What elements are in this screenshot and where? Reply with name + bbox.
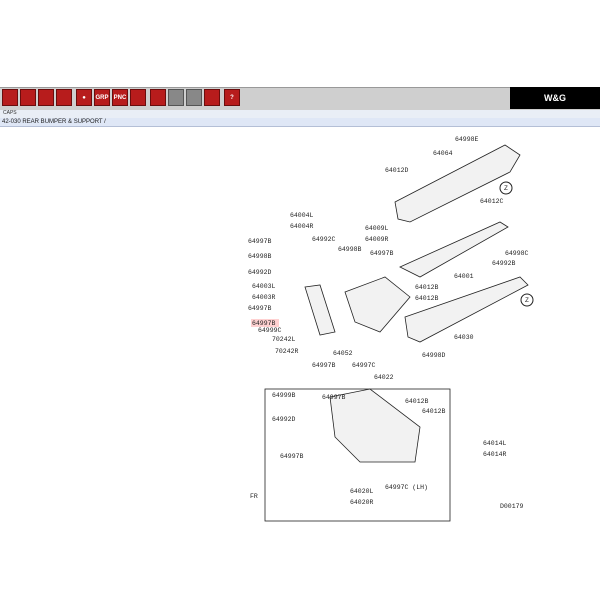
- part-label[interactable]: 64030: [454, 334, 474, 341]
- part-label[interactable]: 64003L: [252, 283, 276, 290]
- grid-button[interactable]: [130, 89, 146, 106]
- part-label[interactable]: 64012D: [385, 167, 409, 174]
- brand-logo: W&G: [510, 87, 600, 109]
- stop-icon: ●: [82, 94, 86, 101]
- reference-circle: [520, 293, 534, 307]
- part-label[interactable]: 64004L: [290, 212, 314, 219]
- group-search-icon: GRP: [95, 94, 109, 101]
- part-label[interactable]: 64997B: [322, 394, 346, 401]
- part-label[interactable]: 64020R: [350, 499, 374, 506]
- part-label[interactable]: 64998D: [422, 352, 446, 359]
- detail-box: [264, 388, 451, 522]
- part-label[interactable]: 64998B: [248, 253, 272, 260]
- group-search-button[interactable]: GRP: [94, 89, 110, 106]
- part-label[interactable]: 64997B: [280, 453, 304, 460]
- part-label[interactable]: 64009L: [365, 225, 389, 232]
- highlight-box: [251, 319, 279, 327]
- upper-panel-shape: [394, 144, 521, 223]
- part-label[interactable]: 64997B: [248, 305, 272, 312]
- part-label[interactable]: 64992D: [272, 416, 296, 423]
- part-label[interactable]: 64998C: [505, 250, 529, 257]
- part-label[interactable]: 64997C: [352, 362, 376, 369]
- part-label[interactable]: 64014R: [483, 451, 507, 458]
- part-label[interactable]: 64999B: [272, 392, 296, 399]
- part-label[interactable]: 64012C: [480, 198, 504, 205]
- part-label[interactable]: 64064: [433, 150, 453, 157]
- center-bracket-shape: [344, 276, 411, 333]
- part-label[interactable]: D00179: [500, 503, 524, 510]
- logo-text: W&G: [544, 93, 566, 103]
- part-label[interactable]: 64014L: [483, 440, 507, 447]
- part-label[interactable]: FR: [250, 493, 258, 500]
- book-button[interactable]: [20, 89, 36, 106]
- print-button[interactable]: [38, 89, 54, 106]
- part-label[interactable]: 70242R: [275, 348, 299, 355]
- part-label[interactable]: 64004R: [290, 223, 314, 230]
- part-label[interactable]: 64012B: [415, 284, 439, 291]
- part-label[interactable]: 64992C: [312, 236, 336, 243]
- part-label[interactable]: 64999C: [258, 327, 282, 334]
- reference-circle-label: Z: [504, 185, 508, 192]
- part-label[interactable]: 70242L: [272, 336, 296, 343]
- part-label[interactable]: 64012B: [415, 295, 439, 302]
- list-button[interactable]: [204, 89, 220, 106]
- reference-circle-label: Z: [525, 297, 529, 304]
- lower-beam-shape: [404, 276, 529, 343]
- part-label[interactable]: 64001: [454, 273, 474, 280]
- stop-button[interactable]: ●: [76, 89, 92, 106]
- document-button[interactable]: [56, 89, 72, 106]
- reference-circle: [499, 181, 513, 195]
- zoom-button[interactable]: [186, 89, 202, 106]
- part-label[interactable]: 64997B: [248, 238, 272, 245]
- part-label[interactable]: 64052: [333, 350, 353, 357]
- part-label[interactable]: 64997B: [312, 362, 336, 369]
- part-label[interactable]: 64992B: [492, 260, 516, 267]
- part-label[interactable]: 64997C (LH): [385, 484, 428, 491]
- part-number-search-icon: PNC: [113, 94, 127, 101]
- help-button[interactable]: ?: [224, 89, 240, 106]
- part-label[interactable]: 64992D: [248, 269, 272, 276]
- left-bracket-shape: [304, 284, 336, 336]
- caps-caption: CAPS: [3, 110, 17, 116]
- part-label[interactable]: 64998E: [455, 136, 479, 143]
- back-button[interactable]: [150, 89, 166, 106]
- part-label[interactable]: 64003R: [252, 294, 276, 301]
- forward-button[interactable]: [168, 89, 184, 106]
- breadcrumb: 42-030 REAR BUMPER & SUPPORT /: [0, 118, 600, 127]
- part-label[interactable]: 64012B: [422, 408, 446, 415]
- help-icon: ?: [230, 94, 234, 101]
- part-label[interactable]: 64022: [374, 374, 394, 381]
- part-label[interactable]: 64998B: [338, 246, 362, 253]
- part-label[interactable]: 64012B: [405, 398, 429, 405]
- part-number-search-button[interactable]: PNC: [112, 89, 128, 106]
- part-label[interactable]: 64020L: [350, 488, 374, 495]
- upper-beam-shape: [399, 221, 509, 278]
- part-label[interactable]: 64997B: [370, 250, 394, 257]
- part-label[interactable]: 64997B: [252, 320, 276, 327]
- part-label[interactable]: 64009R: [365, 236, 389, 243]
- exit-button[interactable]: [2, 89, 18, 106]
